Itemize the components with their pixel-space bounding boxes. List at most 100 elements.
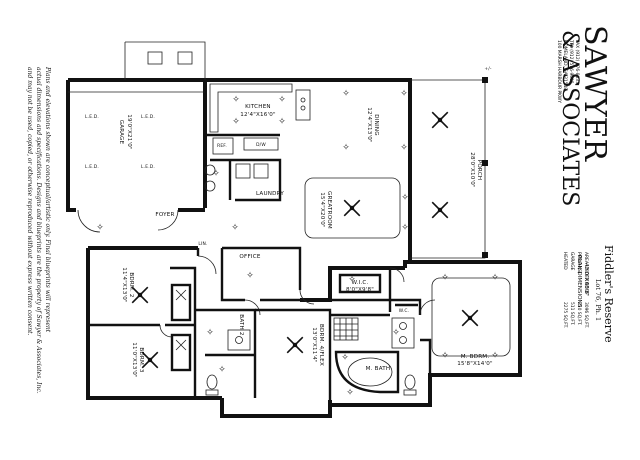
area-table: HEATED 2275 SQ.FT. GARAGE 511 SQ.FT. POR…	[562, 252, 589, 328]
plan-dims-label: PLAN DIMENSIONS	[576, 255, 582, 308]
light-fixture-icon: ✧	[278, 117, 286, 127]
bdrm4-label: BDRM. 4/FLEX	[318, 324, 324, 366]
wic-dims: 8'0"X9'8"	[346, 287, 374, 293]
led-label-3: L.E.D.	[85, 114, 99, 120]
greatroom-dims: 15'4"X20'0"	[319, 192, 325, 228]
company-phone: TEL (912) 576-9005	[568, 39, 574, 84]
led-label-2: L.E.D.	[141, 164, 155, 170]
light-fixture-icon: ✧	[232, 117, 240, 127]
area-label-garage: GARAGE	[569, 252, 575, 271]
dining-dims: 12'4"X13'0"	[366, 107, 372, 143]
laundry-appliances	[204, 163, 269, 192]
plan-dims-value: 43'0"X68'8"	[583, 263, 589, 297]
mbdrm-label: M. BDRM.	[461, 354, 490, 360]
disclaimer-block: Plans and elevations shown are conceptua…	[26, 66, 51, 394]
dw-label: D/W	[256, 142, 266, 148]
refrigerator	[212, 137, 234, 155]
bdrm3-dims: 11'0"X13'0"	[131, 342, 137, 378]
light-fixture-icon: ✧	[246, 271, 254, 281]
bath2-label: BATH 2	[238, 314, 244, 335]
ceiling-fan-icon	[286, 336, 304, 354]
ceiling-lights: ✧✧✧✧✧✧✧✧✧✧✧✧✧✧✧✧✧✧✧✧✧✧✧✧	[96, 89, 499, 398]
light-fixture-icon: ✧	[401, 223, 409, 233]
garage-label: GARAGE	[118, 120, 124, 145]
vanity-master	[391, 317, 415, 349]
company-name: SAWYER	[577, 25, 612, 163]
light-fixture-icon: ✧	[231, 223, 239, 233]
greatroom-ceiling-tray	[304, 177, 401, 239]
led-label-1: L.E.D.	[141, 114, 155, 120]
linen-label: LIN.	[198, 241, 207, 247]
light-fixture-icon: ✧	[278, 95, 286, 105]
company-address-1: 100 MARSH HARBOUR PKWY	[556, 40, 562, 103]
light-fixture-icon: ✧	[401, 193, 409, 203]
toilet-bath2	[205, 374, 219, 396]
plan-info-block: Fiddler's Reserve Lot 76, Ph. 1	[594, 245, 615, 343]
area-value-under-roof: 3096 SQ.FT.	[583, 302, 589, 328]
shower	[333, 317, 359, 341]
door-swings	[77, 209, 436, 338]
toilet-master	[403, 374, 417, 396]
wc-label: W.C.	[399, 308, 410, 314]
light-fixture-icon: ✧	[348, 275, 356, 285]
mbdrm-ceiling-tray	[431, 277, 511, 357]
ceiling-fan-icon	[131, 286, 149, 304]
bdrm2-dims: 11'4"X13'0"	[121, 267, 127, 303]
ceiling-fan-icon	[461, 309, 479, 327]
light-fixture-icon: ✧	[342, 89, 350, 99]
bdrm3-label: BDRM. 3	[138, 347, 144, 373]
area-label-heated: HEATED	[562, 252, 568, 270]
ceiling-fan-icon	[431, 111, 449, 129]
company-logo: SAWYER & ASSOCIATES	[557, 25, 612, 206]
area-value-heated: 2275 SQ.FT.	[562, 302, 568, 328]
bdrm4-dims: 13'0"X11'4"	[311, 327, 317, 363]
vanity-bath2	[227, 329, 251, 351]
plan-lot: Lot 76, Ph. 1	[594, 279, 602, 321]
ceiling-fans	[131, 111, 479, 369]
plan-dimensions-block: PLAN DIMENSIONS 43'0"X68'8"	[576, 255, 589, 308]
light-fixture-icon: ✧	[232, 95, 240, 105]
interior-walls	[88, 79, 486, 400]
porch-label: PORCH	[476, 160, 482, 181]
light-fixture-icon: ✧	[392, 328, 400, 338]
disclaimer-line-2: actual dimensions and specifications. De…	[35, 67, 42, 394]
company-name-2: & ASSOCIATES	[557, 30, 582, 206]
mbdrm-dims: 15'8"X14'0"	[457, 361, 493, 367]
wic-label: W.I.C.	[352, 280, 369, 286]
ceiling-fan-icon	[431, 201, 449, 219]
light-fixture-icon: ✧	[400, 143, 408, 153]
area-label-under-roof: AREA UNDER ROOF	[583, 252, 589, 295]
foyer-label: FOYER	[155, 212, 174, 218]
kitchen-label: KITCHEN	[245, 104, 271, 110]
garage-dims: 19'0"X21'0"	[126, 114, 132, 150]
company-address-2: HOMELAND, GA 31548	[562, 40, 568, 90]
area-value-garage: 511 SQ.FT.	[569, 302, 575, 325]
dining-label: DINING	[373, 114, 379, 136]
disclaimer-line-1: Plans and elevations shown are conceptua…	[44, 66, 51, 333]
porch-columns	[482, 77, 488, 258]
area-label-porch: PORCH(S)	[576, 252, 582, 274]
company-contact: 100 MARSH HARBOUR PKWY HOMELAND, GA 3154…	[556, 39, 580, 103]
mechanical-pad	[124, 41, 206, 80]
light-fixture-icon: ✧	[218, 365, 226, 375]
light-fixture-icon: ✧	[346, 388, 354, 398]
plan-title: Fiddler's Reserve	[602, 245, 615, 343]
area-value-porch: 310 SQ.FT.	[576, 302, 582, 325]
linen-closet	[388, 300, 418, 312]
disclaimer-line-3: and may not be used, copied, or otherwis…	[26, 67, 33, 336]
ac-unit-2	[177, 51, 193, 65]
led-label-4: L.E.D.	[85, 164, 99, 170]
light-fixture-icon: ✧	[206, 328, 214, 338]
bedroom-closets	[170, 283, 192, 372]
ceiling-fan-icon	[141, 351, 159, 369]
ac-unit-1	[147, 51, 163, 65]
kitchen-counters	[209, 83, 311, 151]
bathtub	[334, 350, 400, 394]
kitchen-dims: 12'4"X16'0"	[240, 112, 276, 118]
light-fixture-icon: ✧	[212, 169, 220, 179]
company-fax: FAX (912) 576-8033	[574, 40, 580, 84]
laundry-label: LAUNDRY	[256, 191, 284, 197]
porch-dims: 28'0"X10'0"	[469, 152, 475, 188]
